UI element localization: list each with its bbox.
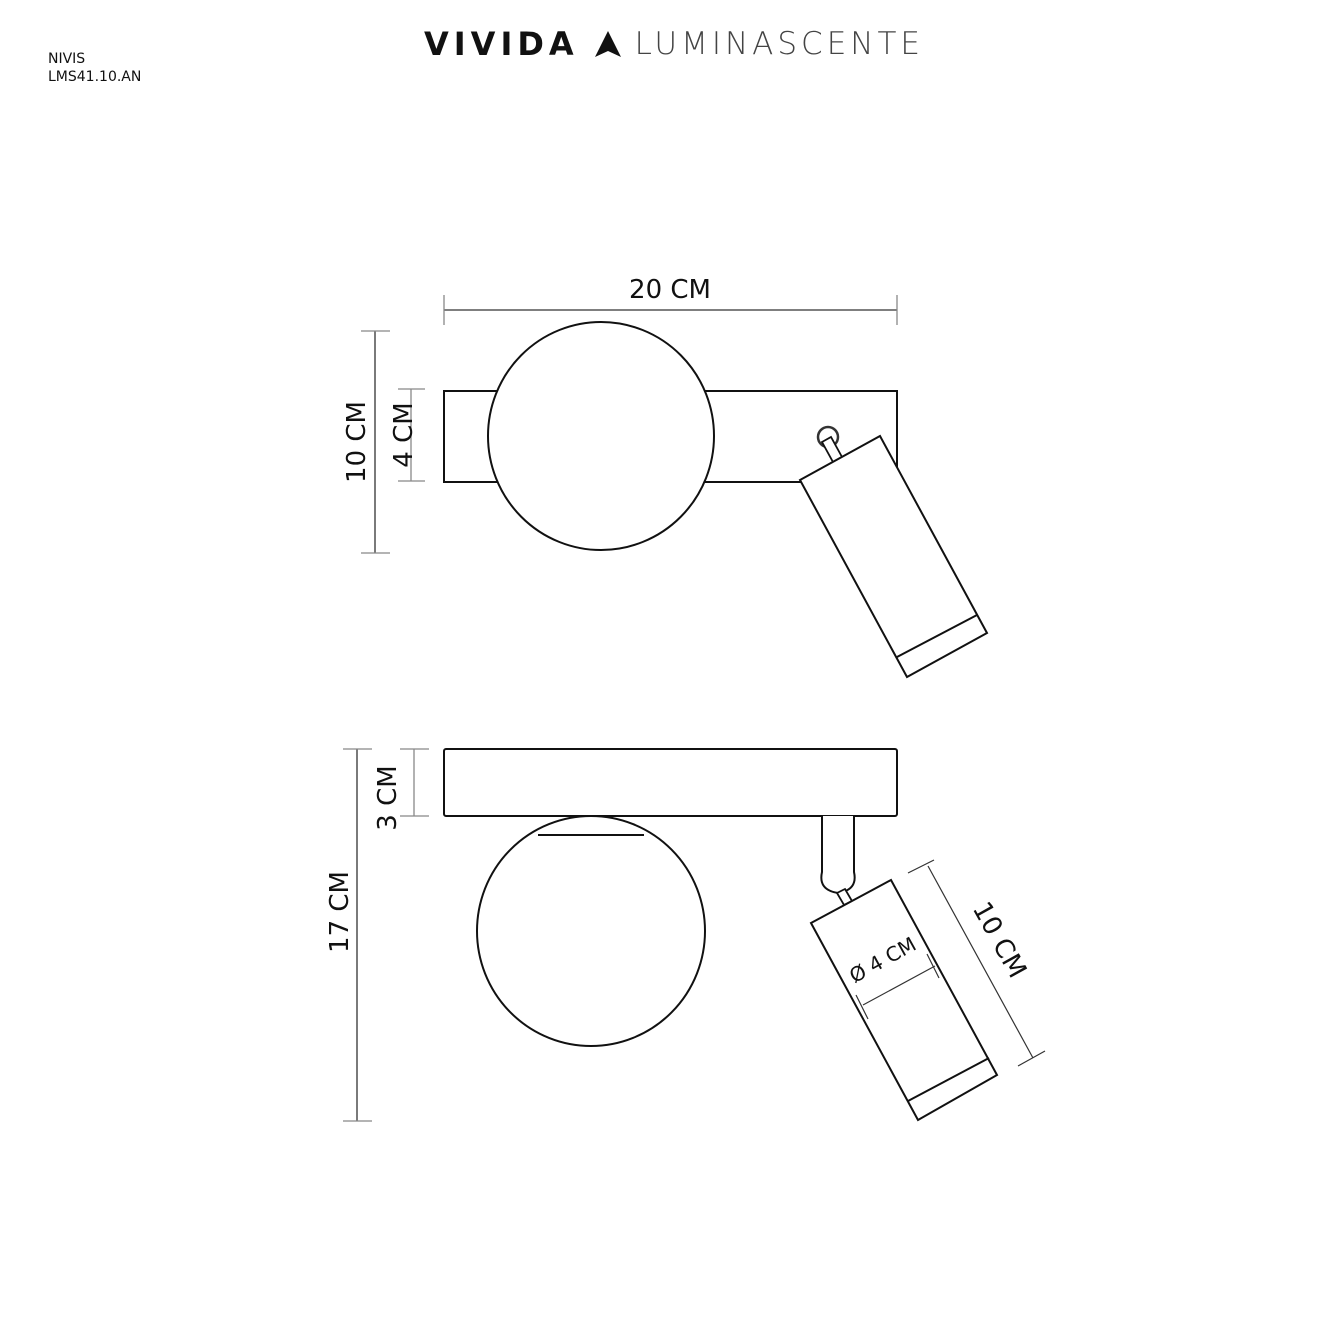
plate-depth-dimension xyxy=(400,748,429,817)
spotlight-cylinder xyxy=(798,434,989,679)
product-code: LMS41.10.AN xyxy=(48,69,142,85)
width-dimension xyxy=(443,295,898,325)
triangle-logo-icon xyxy=(594,31,621,57)
mounting-plate-side xyxy=(443,748,898,817)
top-view xyxy=(361,295,989,679)
product-info: NIVIS LMS41.10.AN xyxy=(48,50,141,86)
globe-shade xyxy=(487,321,715,551)
spot-length-dimension xyxy=(907,859,1046,1067)
plate-depth-label: 3 CM xyxy=(373,765,403,830)
plate-height-dimension xyxy=(398,388,425,482)
total-height-dimension xyxy=(343,748,372,1122)
spot-stem xyxy=(820,816,856,895)
diameter-dimension xyxy=(855,953,940,1020)
brand-logo: VIVIDA LUMINASCENTE xyxy=(424,24,924,64)
spot-length-label: 10 CM xyxy=(966,897,1032,983)
height-label: 10 CM xyxy=(342,401,372,483)
brand-name-right: LUMINASCENTE xyxy=(634,26,924,62)
total-height-label: 17 CM xyxy=(325,871,355,953)
brand-name-left: VIVIDA xyxy=(424,25,579,63)
spotlight-cylinder-side xyxy=(809,878,999,1122)
product-name: NIVIS xyxy=(48,51,86,67)
height-dimension xyxy=(361,330,390,554)
plate-height-label: 4 CM xyxy=(389,402,419,467)
side-view xyxy=(343,748,1046,1122)
width-label: 20 CM xyxy=(629,275,711,305)
globe-shade-side xyxy=(476,815,706,1047)
